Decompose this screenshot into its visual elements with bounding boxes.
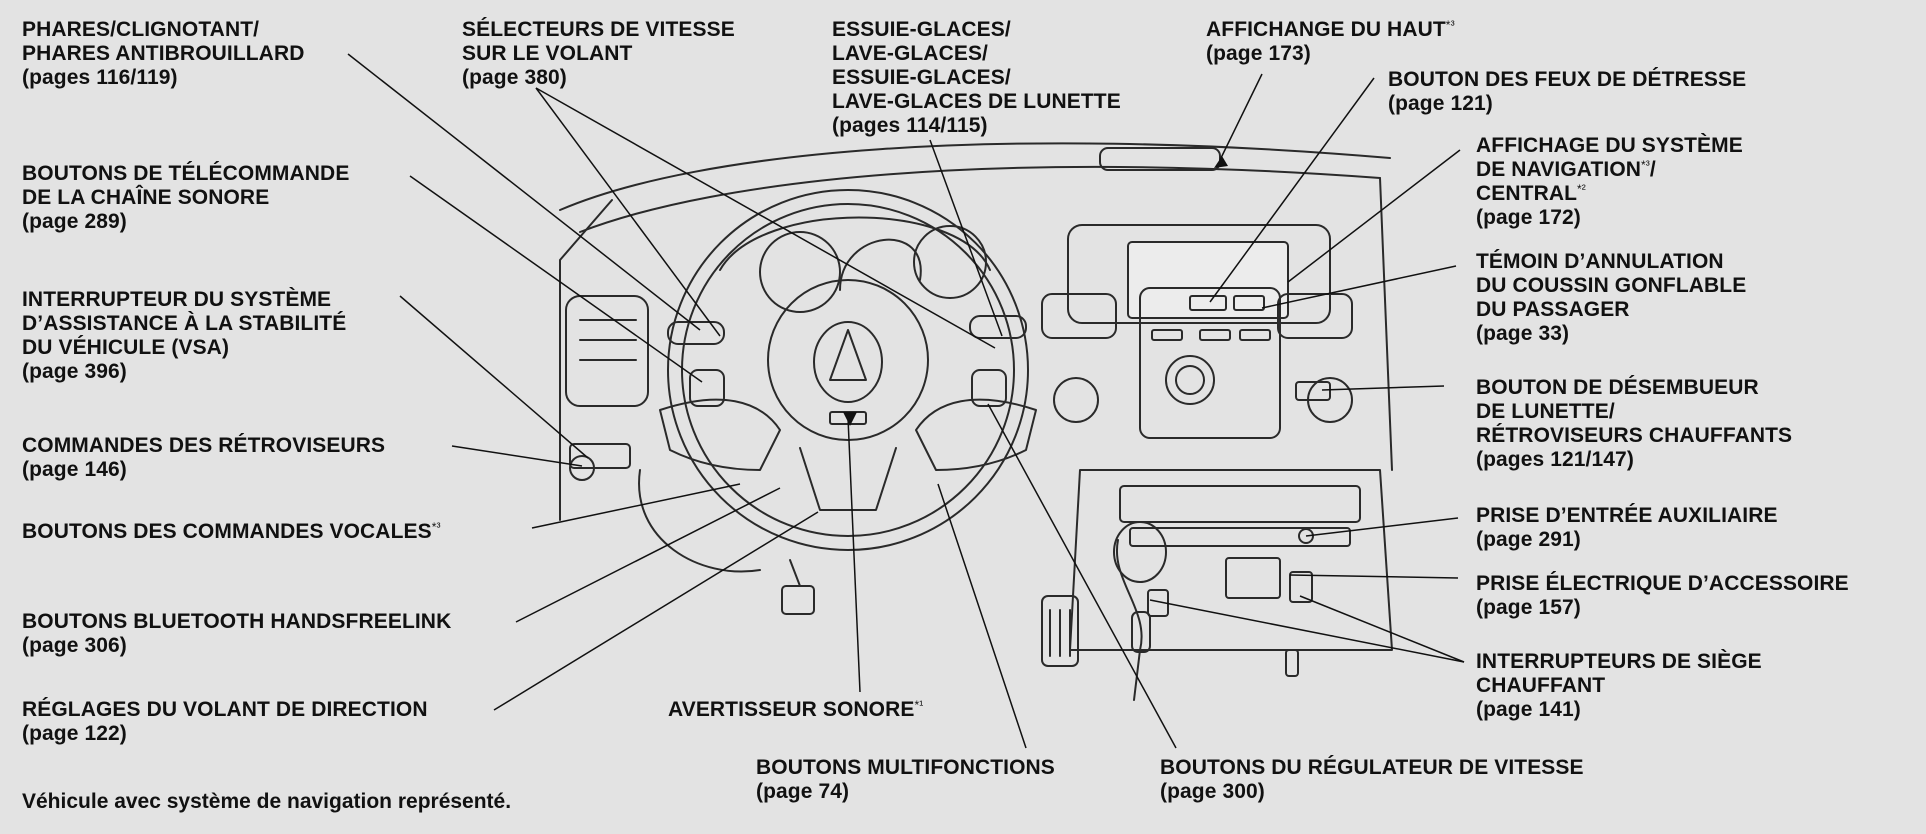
label-phares: PHARES/CLIGNOTANT/ PHARES ANTIBROUILLARD… [22, 18, 305, 89]
defroster-button [1295, 381, 1331, 401]
steering-wheel-hub [767, 279, 929, 441]
leader-desembueur [1321, 385, 1445, 391]
label-regulateur: BOUTONS DU RÉGULATEUR DE VITESSE (page 3… [1160, 756, 1584, 803]
label-prise-aux: PRISE D’ENTRÉE AUXILIAIRE (page 291) [1476, 504, 1778, 551]
paddle-left [667, 321, 725, 345]
leader-multifonctions [937, 483, 1027, 749]
steering-spoke-right [915, 398, 1037, 471]
steering-spoke-left [659, 398, 781, 471]
center-console-panel [1139, 287, 1281, 439]
left-side-vent [565, 295, 649, 407]
lower-console [1069, 469, 1393, 651]
label-multifonctions: BOUTONS MULTIFONCTIONS (page 74) [756, 756, 1055, 803]
leader-bluetooth [515, 487, 781, 623]
navigation-screen [1127, 241, 1289, 319]
aux-jack [1298, 528, 1314, 544]
leader-vocales [531, 483, 741, 529]
leader-siege-b [1299, 595, 1465, 663]
leader-navigation [1287, 149, 1461, 283]
label-retroviseurs: COMMANDES DES RÉTROVISEURS (page 146) [22, 434, 386, 481]
gear-shifter [1115, 539, 1143, 701]
pedal-right [1041, 595, 1079, 667]
label-bluetooth: BOUTONS BLUETOOTH HANDSFREELINK (page 30… [22, 610, 452, 657]
label-selecteurs: SÉLECTEURS DE VITESSE SUR LE VOLANT (pag… [462, 18, 735, 89]
footnote: Véhicule avec système de navigation repr… [22, 790, 512, 813]
leader-siege-a [1149, 599, 1465, 663]
leader-prise-aux [1305, 517, 1459, 537]
steering-button-left [689, 369, 725, 407]
label-avertisseur: AVERTISSEUR SONORE*¹ [668, 698, 924, 721]
seat-heater-left [1289, 571, 1313, 603]
leader-affichange [1219, 73, 1263, 161]
label-vocales: BOUTONS DES COMMANDES VOCALES*³ [22, 520, 441, 543]
steering-wheel-rim [667, 189, 1029, 551]
audio-knob [1165, 355, 1215, 405]
climate-left-knob [1053, 377, 1099, 423]
leader-regulateur [987, 403, 1177, 749]
vsa-button [569, 455, 595, 481]
label-siege: INTERRUPTEURS DE SIÈGE CHAUFFANT (page 1… [1476, 650, 1762, 721]
mirror-controls [569, 443, 631, 469]
label-vsa: INTERRUPTEUR DU SYSTÈME D’ASSISTANCE À L… [22, 288, 347, 383]
leader-retroviseurs [451, 445, 583, 467]
speedometer [759, 231, 841, 313]
center-right-vent [1277, 293, 1353, 339]
leader-temoin [1261, 265, 1457, 309]
leader-volant [493, 511, 819, 711]
label-temoin: TÉMOIN D’ANNULATION DU COUSSIN GONFLABLE… [1476, 250, 1747, 345]
paddle-right [969, 315, 1027, 339]
leader-essuie [929, 139, 1003, 337]
airbag-indicator [1233, 295, 1265, 311]
leader-phares [347, 53, 701, 331]
hazard-button [1189, 295, 1227, 311]
dashboard-top-edge [559, 142, 1391, 211]
label-telecommande: BOUTONS DE TÉLÉCOMMANDE DE LA CHAÎNE SON… [22, 162, 350, 233]
accessory-socket [1225, 557, 1281, 599]
leader-telecommande [409, 175, 703, 383]
leader-avertisseur [847, 417, 861, 693]
instrument-cluster [719, 216, 991, 271]
center-left-vent [1041, 293, 1117, 339]
label-navigation: AFFICHAGE DU SYSTÈME DE NAVIGATION*³/ CE… [1476, 134, 1743, 229]
label-desembueur: BOUTON DE DÉSEMBUEUR DE LUNETTE/ RÉTROVI… [1476, 376, 1793, 471]
leader-vsa [399, 295, 589, 459]
label-prise-elec: PRISE ÉLECTRIQUE D’ACCESSOIRE (page 157) [1476, 572, 1849, 619]
label-essuie: ESSUIE-GLACES/ LAVE-GLACES/ ESSUIE-GLACE… [832, 18, 1121, 137]
label-affichange: AFFICHANGE DU HAUT*³ (page 173) [1206, 18, 1455, 65]
pedal-left [781, 585, 815, 615]
label-volant: RÉGLAGES DU VOLANT DE DIRECTION (page 12… [22, 698, 428, 745]
tachometer [913, 225, 987, 299]
label-feux: BOUTON DES FEUX DE DÉTRESSE (page 121) [1388, 68, 1747, 115]
navigation-screen-housing [1067, 224, 1331, 324]
leader-selecteurs-b [535, 87, 996, 349]
leader-prise-elec [1289, 574, 1459, 579]
leader-feux [1209, 77, 1375, 303]
leader-selecteurs-a [535, 87, 721, 337]
